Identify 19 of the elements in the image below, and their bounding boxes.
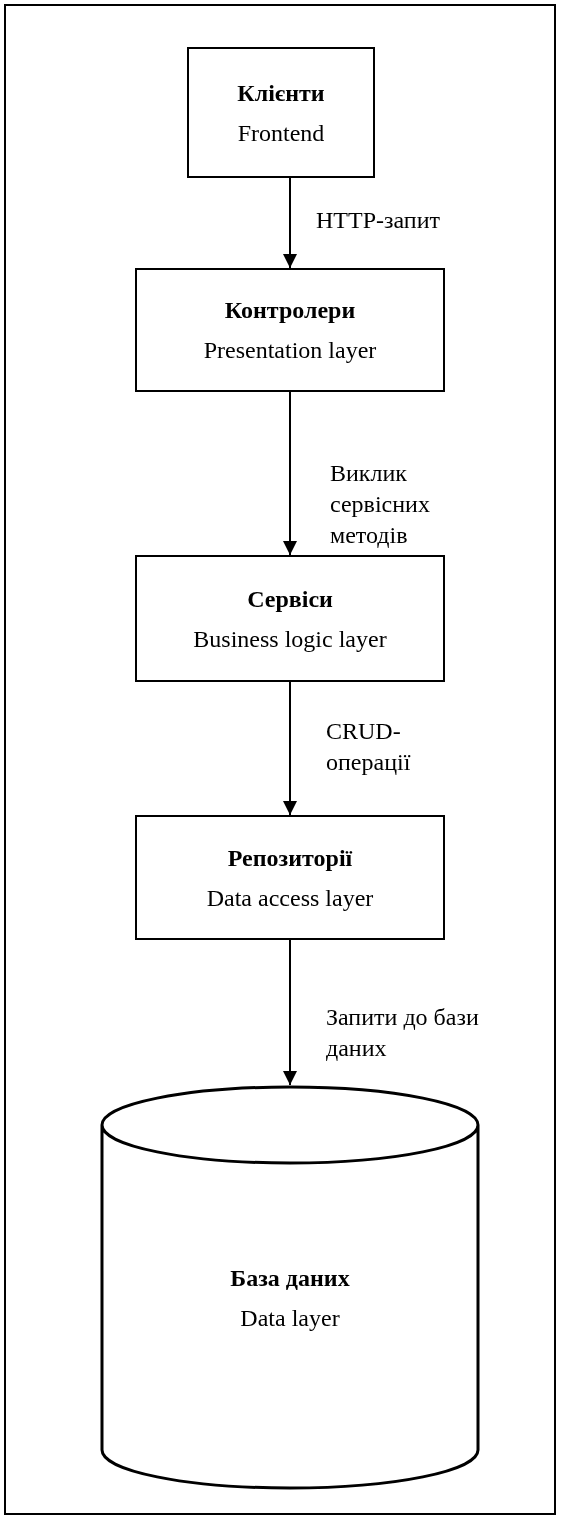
node-title: Репозиторії <box>227 843 353 873</box>
node-title: Сервіси <box>247 584 333 614</box>
node-subtitle: Data layer <box>240 1303 340 1333</box>
node-subtitle: Frontend <box>237 118 325 148</box>
node-title: Контролери <box>224 296 356 325</box>
node-title: Клієнти <box>237 78 325 108</box>
layer-box <box>187 47 375 178</box>
arrow <box>283 177 297 269</box>
node-subtitle: Presentation layer <box>203 336 377 365</box>
arrow <box>283 681 297 816</box>
layer-box <box>135 555 445 682</box>
node-subtitle: Business logic layer <box>193 624 387 654</box>
layer-box <box>135 268 445 392</box>
node-subtitle: Data access layer <box>206 883 374 913</box>
arrow <box>283 391 297 556</box>
database-cylinder <box>100 1085 480 1490</box>
arrow <box>283 939 297 1086</box>
node-title: База даних <box>230 1263 350 1293</box>
layer-box <box>135 815 445 940</box>
